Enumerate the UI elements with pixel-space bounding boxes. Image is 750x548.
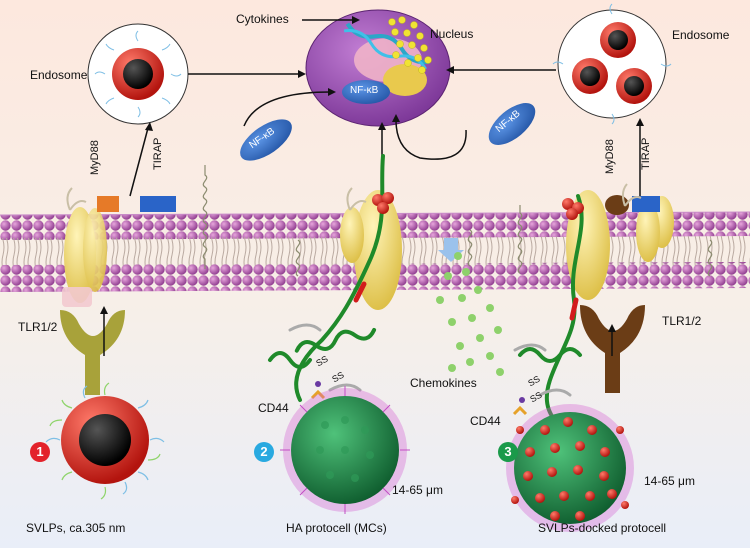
dna-helix [345,22,430,65]
arrows [103,19,641,356]
endosome-left [87,23,189,125]
ha-red-beads-center [372,192,394,214]
endosome-right-label: Endosome [672,28,730,42]
cd44-left-label: CD44 [258,401,289,415]
chemokine-dots [436,252,504,376]
svlp-docked-protocell-3 [506,404,634,532]
svlp-particle-1 [45,382,165,500]
myd88-left-box [97,196,119,212]
panel-2-caption: HA protocell (MCs) [286,521,387,535]
myd88-left-label: MyD88 [89,140,101,175]
tirap-right-box [632,196,660,212]
tirap-right-label: TIRAP [640,137,652,170]
cytokine-dots [388,16,432,74]
endosome-right [552,3,672,125]
ha-protocell-2 [280,386,410,514]
size-right-label: 14-65 μm [644,474,695,488]
protein-right [566,190,610,300]
nfkb-center-label: NF-κB [350,85,379,96]
panel-3-badge: 3 [498,442,518,462]
tirap-left-label: TIRAP [152,137,164,170]
cd44-right-label: CD44 [470,414,501,428]
membrane-helix-left [202,165,713,277]
myd88-right-label: MyD88 [604,139,616,174]
panel-1-caption: SVLPs, ca.305 nm [26,521,126,535]
chemokines-label: Chemokines [410,376,477,390]
nfkb-right-oval [488,103,536,145]
cytokines-label: Cytokines [236,12,289,26]
tlr-left-label: TLR1/2 [18,320,58,334]
panel-1-badge: 1 [30,442,50,462]
glycans [66,183,642,211]
tlr-left-receptor [60,287,125,395]
tirap-left-box [140,196,176,212]
size-left-label: 14-65 μm [392,483,443,497]
arrowheads [100,16,644,332]
endosome-left-label: Endosome [30,68,88,82]
ha-red-beads-right [562,198,584,220]
tlr-right-label: TLR1/2 [662,314,702,328]
panel-2-badge: 2 [254,442,274,462]
nucleus [305,9,451,127]
nfkb-left-oval [240,119,292,161]
nucleus-label: Nucleus [430,27,474,41]
panel-3-caption: SVLPs-docked protocell [538,521,667,535]
cd44-markers [310,381,528,416]
ha-chain-right [513,194,584,442]
protein-center [354,190,402,310]
